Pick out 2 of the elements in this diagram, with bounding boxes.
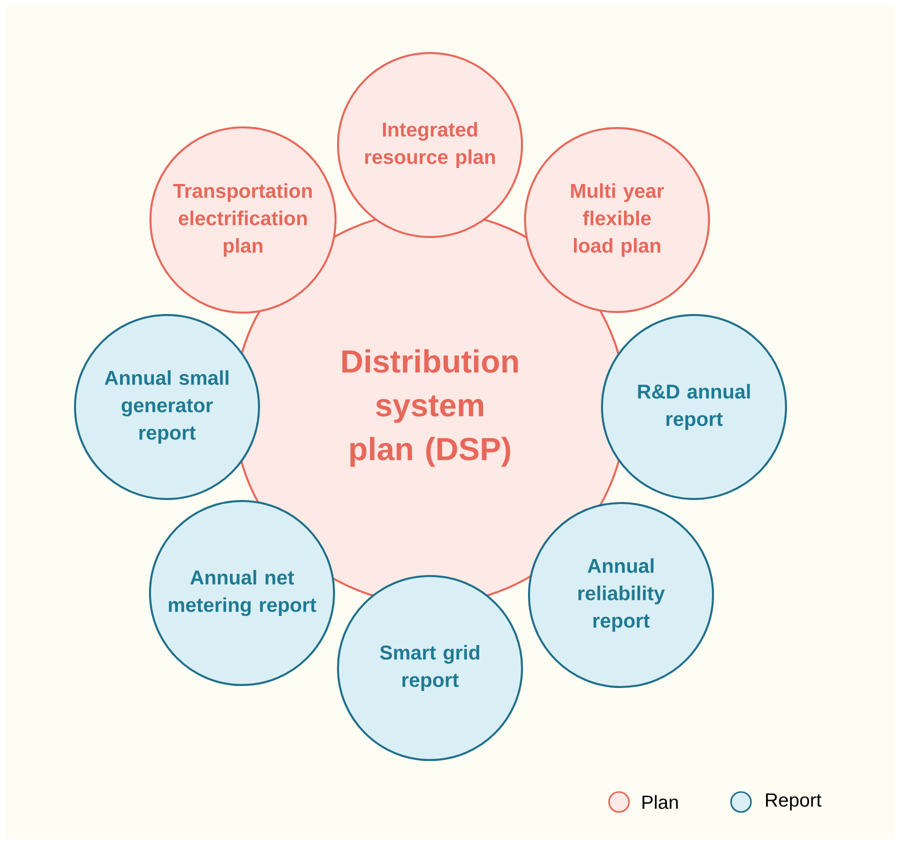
legend-label: Report <box>766 794 822 810</box>
legend-label: Plan <box>642 795 678 809</box>
